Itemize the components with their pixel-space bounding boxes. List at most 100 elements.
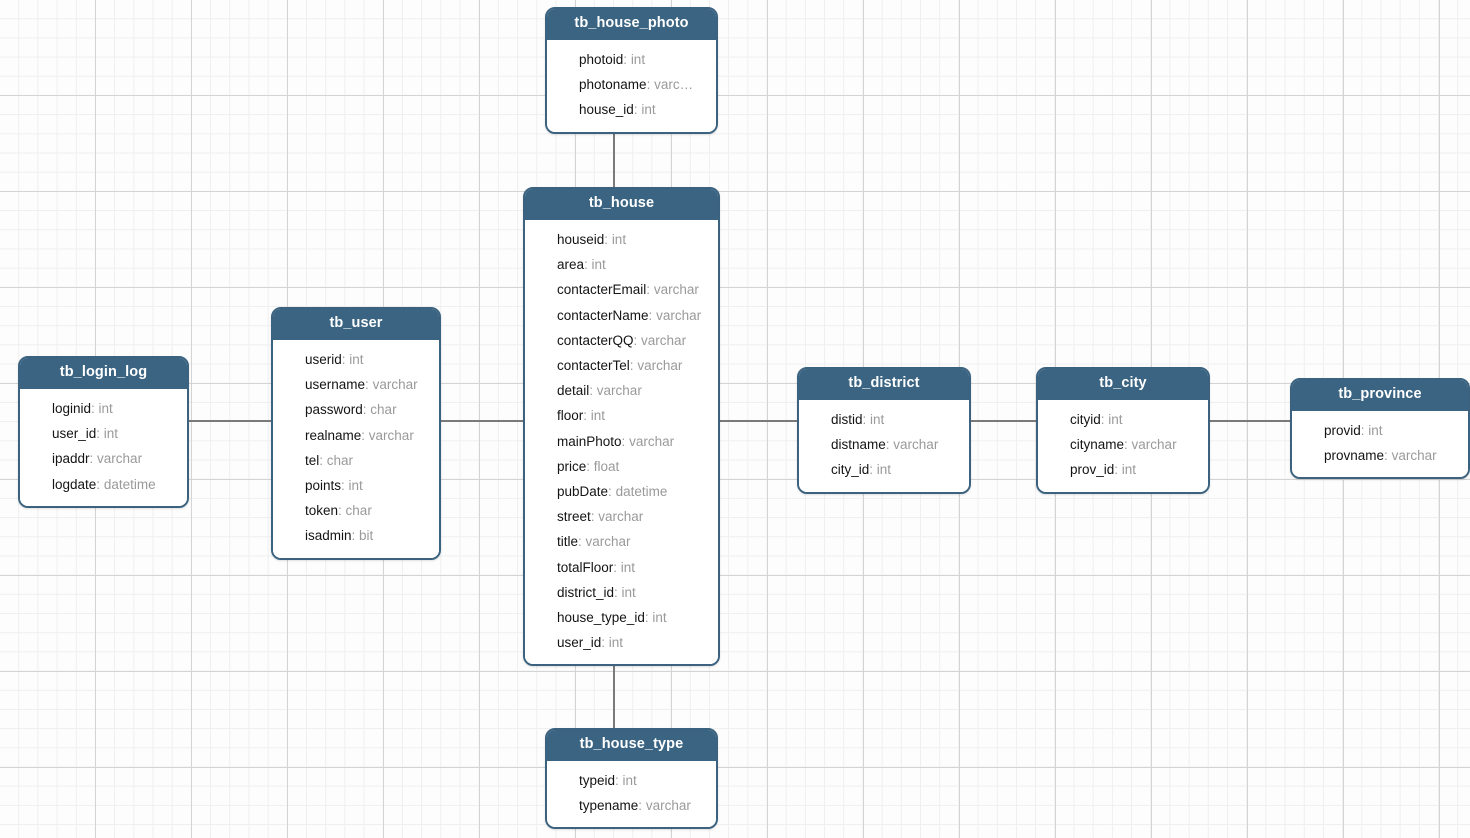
entity-tb_city[interactable]: tb_city cityid: int cityname: varchar pr… (1036, 367, 1210, 494)
field-type: varchar (629, 433, 675, 449)
field-row[interactable]: houseid: int (525, 227, 718, 252)
field-name: photoid (579, 51, 624, 67)
field-type-sep: : (604, 231, 612, 247)
field-row[interactable]: prov_id: int (1038, 457, 1208, 482)
field-row[interactable]: realname: varchar (273, 423, 439, 448)
field-row[interactable]: cityname: varchar (1038, 432, 1208, 457)
field-row[interactable]: distname: varchar (799, 432, 969, 457)
field-row[interactable]: user_id: int (20, 421, 187, 446)
field-type-sep: : (590, 509, 599, 525)
field-row[interactable]: contacterQQ: varchar (525, 328, 718, 353)
connector-city-to-province[interactable] (1208, 420, 1292, 422)
field-row[interactable]: ipaddr: varchar (20, 446, 187, 471)
field-name: typeid (579, 772, 616, 788)
field-type-sep: : (638, 798, 646, 814)
field-type: char (370, 402, 397, 418)
field-type-sep: : (885, 437, 894, 453)
field-type: bit (359, 528, 374, 544)
field-name: provname (1324, 448, 1385, 464)
field-name: points (305, 477, 342, 493)
field-type-sep: : (1114, 462, 1122, 478)
field-row[interactable]: distid: int (799, 407, 969, 432)
entity-tb_user[interactable]: tb_user userid: int username: varchar pa… (271, 307, 441, 560)
field-name: title (557, 534, 579, 550)
field-row[interactable]: photoname: varc… (547, 72, 716, 97)
connector-district-to-city[interactable] (969, 420, 1038, 422)
entity-tb_house[interactable]: tb_house houseid: int area: int contacte… (523, 187, 720, 667)
field-row[interactable]: contacterName: varchar (525, 303, 718, 328)
field-row[interactable]: provid: int (1292, 418, 1468, 443)
field-name: contacterQQ (557, 332, 634, 348)
field-row[interactable]: house_id: int (547, 97, 716, 122)
field-row[interactable]: typename: varchar (547, 793, 716, 818)
field-type-sep: : (96, 426, 104, 442)
field-type-sep: : (614, 584, 622, 600)
connector-login-log-to-user[interactable] (188, 420, 273, 422)
field-row[interactable]: userid: int (273, 347, 439, 372)
entity-tb_login_log[interactable]: tb_login_log loginid: int user_id: int i… (18, 356, 189, 508)
field-type-sep: : (1124, 437, 1132, 453)
connector-house-to-house-type[interactable] (613, 664, 615, 730)
field-type-sep: : (601, 635, 609, 651)
field-row[interactable]: contacterTel: varchar (525, 353, 718, 378)
field-row[interactable]: logdate: datetime (20, 472, 187, 497)
entity-fields-tb_house: houseid: int area: int contacterEmail: v… (525, 219, 718, 665)
field-type-sep: : (338, 503, 346, 519)
field-type-sep: : (578, 534, 586, 550)
field-type-sep: : (646, 77, 655, 93)
field-row[interactable]: cityid: int (1038, 407, 1208, 432)
field-type: int (103, 426, 119, 442)
field-row[interactable]: token: char (273, 498, 439, 523)
field-row[interactable]: user_id: int (525, 630, 718, 655)
connector-house-to-district[interactable] (719, 420, 799, 422)
entity-title-tb_house_type: tb_house_type (547, 730, 716, 761)
field-row[interactable]: detail: varchar (525, 378, 718, 403)
field-row[interactable]: area: int (525, 252, 718, 277)
field-row[interactable]: loginid: int (20, 396, 187, 421)
connector-user-to-house[interactable] (440, 420, 525, 422)
field-row[interactable]: points: int (273, 473, 439, 498)
connector-house-photo-to-house[interactable] (613, 131, 615, 189)
field-name: typename (579, 798, 639, 814)
entity-title-tb_house_photo: tb_house_photo (547, 9, 716, 40)
field-row[interactable]: password: char (273, 397, 439, 422)
field-row[interactable]: tel: char (273, 448, 439, 473)
field-type-sep: : (633, 332, 642, 348)
field-row[interactable]: house_type_id: int (525, 605, 718, 630)
field-type: varchar (598, 509, 644, 525)
field-row[interactable]: contacterEmail: varchar (525, 277, 718, 302)
entity-tb_province[interactable]: tb_province provid: int provname: varcha… (1290, 378, 1470, 480)
field-name: loginid (52, 400, 92, 416)
field-row[interactable]: username: varchar (273, 372, 439, 397)
field-row[interactable]: pubDate: datetime (525, 479, 718, 504)
field-type: varchar (596, 383, 642, 399)
field-row[interactable]: isadmin: bit (273, 523, 439, 548)
field-row[interactable]: district_id: int (525, 580, 718, 605)
field-type-sep: : (96, 476, 104, 492)
field-type-sep: : (646, 282, 654, 298)
field-type-sep: : (351, 528, 360, 544)
field-name: district_id (557, 584, 615, 600)
field-row[interactable]: floor: int (525, 403, 718, 428)
field-type: varchar (653, 282, 699, 298)
field-type-sep: : (341, 351, 350, 367)
field-row[interactable]: street: varchar (525, 504, 718, 529)
field-row[interactable]: provname: varchar (1292, 443, 1468, 468)
entity-tb_house_photo[interactable]: tb_house_photo photoid: int photoname: v… (545, 7, 718, 134)
field-row[interactable]: photoid: int (547, 47, 716, 72)
field-name: city_id (831, 462, 870, 478)
field-type: int (652, 609, 667, 625)
field-name: cityname (1070, 437, 1125, 453)
field-row[interactable]: city_id: int (799, 457, 969, 482)
field-row[interactable]: typeid: int (547, 768, 716, 793)
field-row[interactable]: title: varchar (525, 529, 718, 554)
field-type: char (326, 452, 354, 468)
entity-tb_district[interactable]: tb_district distid: int distname: varcha… (797, 367, 971, 494)
field-row[interactable]: price: float (525, 454, 718, 479)
field-name: floor (557, 408, 584, 424)
field-row[interactable]: mainPhoto: varchar (525, 429, 718, 454)
entity-tb_house_type[interactable]: tb_house_type typeid: int typename: varc… (545, 728, 718, 830)
field-row[interactable]: totalFloor: int (525, 555, 718, 580)
field-name: token (305, 503, 339, 519)
